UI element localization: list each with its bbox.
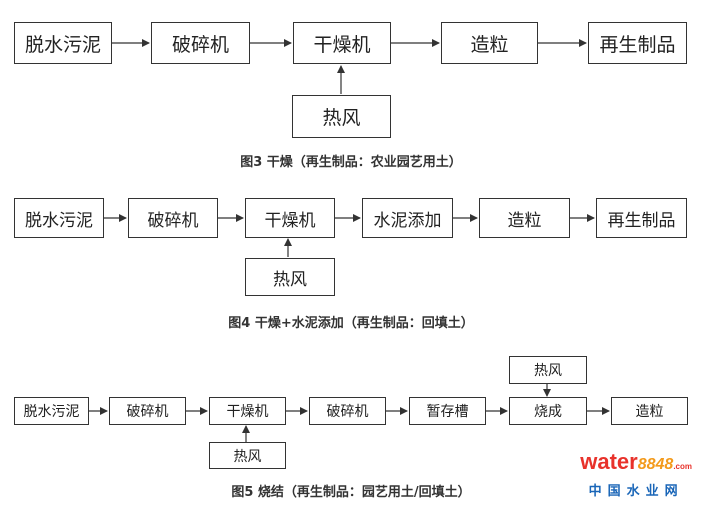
node-storage-tank: 暂存槽 (409, 397, 486, 425)
node-sludge: 脱水污泥 (14, 198, 104, 238)
node-dryer: 干燥机 (245, 198, 335, 238)
node-granulation: 造粒 (441, 22, 538, 64)
node-crusher-1: 破碎机 (109, 397, 186, 425)
node-sinter: 烧成 (509, 397, 587, 425)
node-sludge: 脱水污泥 (14, 22, 112, 64)
node-granulation: 造粒 (611, 397, 688, 425)
node-cement: 水泥添加 (362, 198, 453, 238)
node-crusher-2: 破碎机 (309, 397, 386, 425)
node-crusher: 破碎机 (128, 198, 218, 238)
node-product: 再生制品 (596, 198, 687, 238)
node-granulation: 造粒 (479, 198, 570, 238)
watermark-suffix: .com (673, 462, 692, 471)
node-hot-air: 热风 (292, 95, 391, 138)
figure-caption: 图5 烧结（再生制品：园艺用土/回填土） (231, 485, 471, 500)
figure-caption: 图4 干燥+水泥添加（再生制品：回填土） (228, 316, 474, 331)
node-hot-air-dryer: 热风 (209, 442, 286, 469)
watermark-chinese: 中国水业网 (588, 484, 684, 499)
watermark-brand: water (580, 449, 638, 474)
watermark-number: 8848 (637, 456, 674, 473)
figure-caption: 图3 干燥（再生制品：农业园艺用土） (240, 155, 462, 170)
node-hot-air: 热风 (245, 258, 335, 296)
node-crusher: 破碎机 (151, 22, 250, 64)
node-dryer: 干燥机 (293, 22, 391, 64)
watermark-logo: water8848.com 中国水业网 (580, 449, 692, 500)
node-hot-air-sinter: 热风 (509, 356, 587, 384)
node-dryer: 干燥机 (209, 397, 286, 425)
node-sludge: 脱水污泥 (14, 397, 89, 425)
node-product: 再生制品 (588, 22, 687, 64)
